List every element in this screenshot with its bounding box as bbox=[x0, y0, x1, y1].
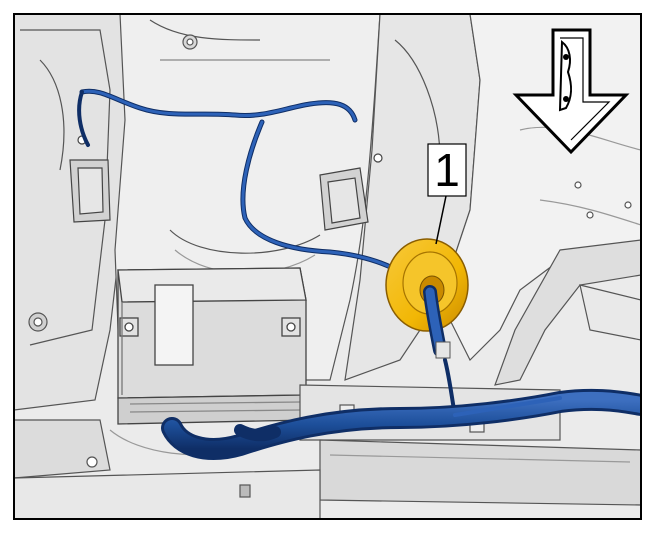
callout-number: 1 bbox=[434, 144, 460, 196]
control-module bbox=[117, 267, 307, 425]
right-rail bbox=[494, 239, 641, 386]
illustration-frame bbox=[13, 13, 642, 520]
main-harness bbox=[161, 388, 641, 460]
vehicle-front-arrow-icon bbox=[512, 28, 630, 155]
grommet-harness bbox=[423, 285, 451, 359]
callout-1: 1 bbox=[427, 143, 467, 245]
center-bracket bbox=[319, 153, 383, 231]
grommet bbox=[385, 238, 469, 332]
callout-label-box bbox=[427, 143, 467, 197]
callout-leader-line bbox=[435, 195, 447, 245]
